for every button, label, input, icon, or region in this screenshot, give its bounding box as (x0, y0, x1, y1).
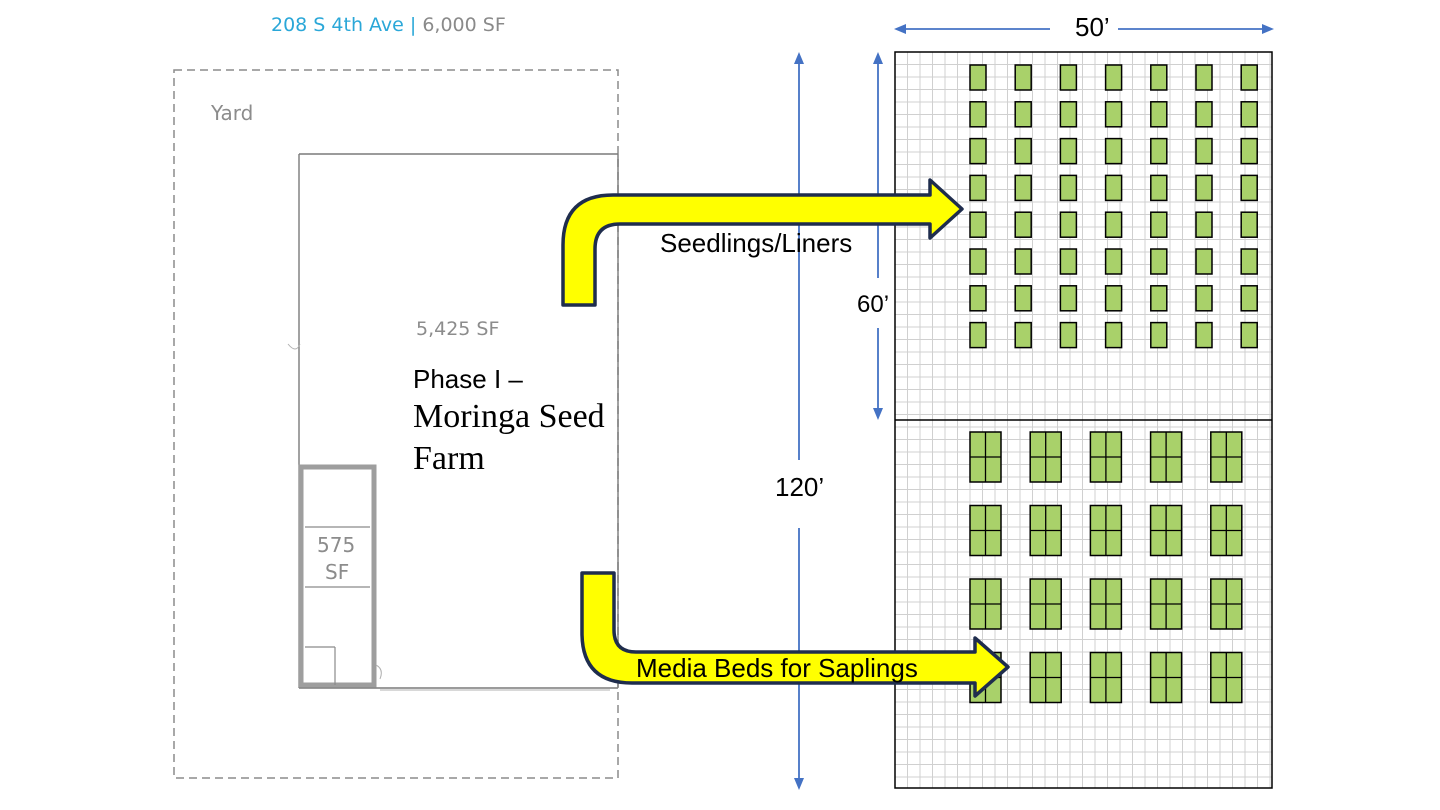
seedling-bed (1014, 101, 1032, 128)
sapling-bed (1210, 578, 1243, 630)
seedling-bed (1240, 321, 1258, 349)
yard-label: Yard (211, 101, 254, 125)
seedling-bed (1195, 321, 1213, 349)
seedling-bed (1059, 137, 1078, 165)
seedling-bed (1240, 174, 1258, 202)
phase-label-line3: Farm (413, 440, 485, 477)
seedling-bed (1195, 64, 1213, 91)
room-label-line2: SF (325, 560, 350, 584)
seedling-bed (1150, 64, 1168, 91)
media-beds-arrow (580, 571, 1010, 698)
sapling-bed (1210, 651, 1243, 704)
seedling-bed (1150, 137, 1168, 165)
seedling-bed (969, 285, 987, 312)
seedling-bed (969, 101, 987, 128)
sapling-bed (1029, 651, 1062, 704)
seedling-bed (1104, 248, 1123, 275)
seedling-bed (1104, 285, 1123, 312)
phase-label-line1: Phase I – (413, 364, 523, 394)
title-address: 208 S 4th Ave (271, 14, 404, 36)
width-dimension-label: 50’ (1075, 12, 1110, 42)
sapling-bed (1149, 578, 1183, 630)
seedling-bed (1104, 321, 1123, 349)
sapling-bed (1089, 504, 1123, 557)
seedling-bed (1059, 248, 1078, 275)
main-area-label: 5,425 SF (416, 318, 500, 340)
seedling-bed (1150, 248, 1168, 275)
seedling-bed (1059, 285, 1078, 312)
height-120-dimension-label: 120’ (775, 472, 825, 502)
seedling-bed (1240, 137, 1258, 165)
seedling-bed (1240, 64, 1258, 91)
seedling-bed (1059, 101, 1078, 128)
seedling-bed (969, 248, 987, 275)
seedling-bed (1059, 64, 1078, 91)
seedling-bed (1240, 211, 1258, 238)
seedling-bed (1014, 248, 1032, 275)
seedling-bed (1150, 285, 1168, 312)
seedling-bed (1014, 137, 1032, 165)
sapling-bed (969, 431, 1002, 483)
seedling-bed (1240, 248, 1258, 275)
seedling-bed (1150, 101, 1168, 128)
sapling-bed (969, 578, 1002, 630)
page-title: 208 S 4th Ave | 6,000 SF (271, 14, 1071, 36)
seedling-bed (1150, 211, 1168, 238)
seedling-bed (1195, 137, 1213, 165)
farm-grid (894, 51, 1273, 789)
building-outline (298, 153, 619, 689)
sapling-bed (1029, 504, 1062, 557)
sapling-bed (1149, 504, 1183, 557)
seedling-bed (1104, 64, 1123, 91)
seedling-bed (969, 174, 987, 202)
seedling-bed (1014, 211, 1032, 238)
sapling-bed (1210, 504, 1243, 557)
seedling-bed (969, 211, 987, 238)
seedling-bed (1014, 174, 1032, 202)
title-separator: | (409, 14, 417, 36)
sapling-bed (1149, 431, 1183, 483)
seedling-bed (1014, 64, 1032, 91)
sapling-bed (1029, 431, 1062, 483)
seedling-bed (1195, 248, 1213, 275)
height-60-dimension-label: 60’ (857, 291, 890, 318)
seedling-bed (1014, 285, 1032, 312)
phase-label-line2: Moringa Seed (413, 398, 605, 435)
seedlings-arrow (561, 178, 964, 307)
seedling-bed (969, 321, 987, 349)
seedling-bed (1195, 174, 1213, 202)
seedling-bed (1014, 321, 1032, 349)
media-beds-label: Media Beds for Saplings (636, 653, 918, 683)
seedling-bed (1150, 174, 1168, 202)
seedling-bed (1059, 174, 1078, 202)
seedling-bed (1240, 285, 1258, 312)
sapling-bed (1210, 431, 1243, 483)
sapling-bed (1149, 651, 1183, 704)
sapling-bed (1089, 578, 1123, 630)
seedling-bed (1104, 174, 1123, 202)
seedling-bed (1104, 137, 1123, 165)
seedling-bed (1195, 211, 1213, 238)
title-size: 6,000 SF (422, 14, 506, 36)
sapling-bed (1089, 431, 1123, 483)
seedling-bed (1150, 321, 1168, 349)
room-label-line1: 575 (317, 533, 356, 557)
seedling-bed (1059, 321, 1078, 349)
seedling-bed (969, 64, 987, 91)
sapling-bed (1089, 651, 1123, 704)
inner-room (298, 464, 382, 688)
seedling-bed (1195, 101, 1213, 128)
sapling-bed (969, 504, 1002, 557)
seedling-bed (1195, 285, 1213, 312)
seedling-bed (1104, 211, 1123, 238)
seedling-bed (1240, 101, 1258, 128)
seedling-bed (1059, 211, 1078, 238)
seedling-bed (1104, 101, 1123, 128)
sapling-bed (1029, 578, 1062, 630)
seedlings-label: Seedlings/Liners (660, 228, 853, 258)
seedling-bed (969, 137, 987, 165)
